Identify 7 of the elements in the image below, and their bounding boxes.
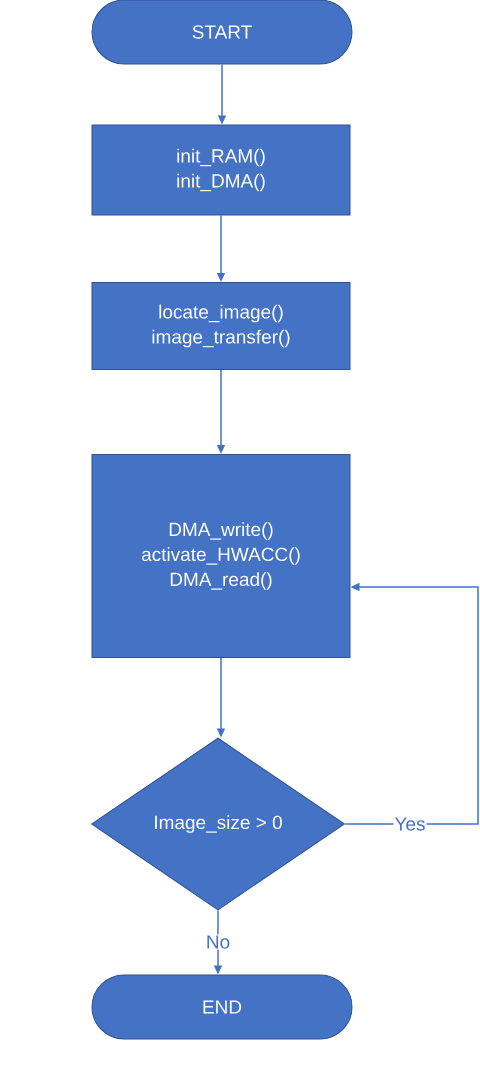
process-box: init_RAM() init_DMA()	[91, 124, 351, 216]
terminal-pill: END	[91, 974, 353, 1040]
terminal-pill: START	[91, 0, 353, 65]
edge-label: Yes	[393, 816, 427, 832]
process-box: locate_image() image_transfer()	[91, 282, 351, 370]
edge-label: No	[204, 934, 232, 950]
process-box: DMA_write() activate_HWACC() DMA_read()	[91, 454, 351, 658]
